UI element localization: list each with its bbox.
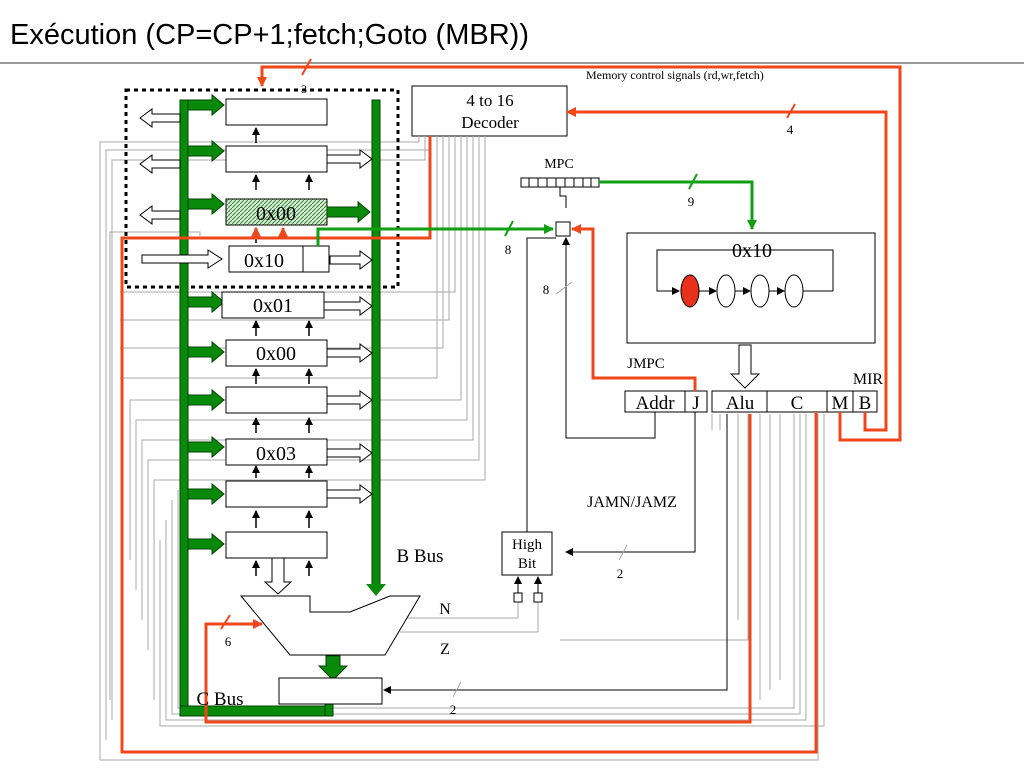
flag-z-label: Z xyxy=(440,641,450,658)
alu-output-arrow xyxy=(317,655,349,681)
width-label-mbr: 8 xyxy=(505,242,512,257)
mir-field-addr: Addr xyxy=(635,393,675,414)
pc-to-bbus-arrow xyxy=(326,200,371,224)
c-bus-feeders xyxy=(187,93,225,556)
register-sp[interactable] xyxy=(221,291,325,319)
decoder-line1: 4 to 16 xyxy=(466,91,513,110)
width-label-mem: 4 xyxy=(787,122,794,137)
high-bit-line2: Bit xyxy=(518,556,537,572)
mir-field-c: C xyxy=(791,393,804,414)
slide-title: Exécution (CP=CP+1;fetch;Goto (MBR)) xyxy=(10,19,529,51)
b-bus-label: B Bus xyxy=(397,546,444,567)
selected-registers-frame xyxy=(124,88,400,289)
register-h[interactable] xyxy=(225,531,328,559)
b-bus-arrow xyxy=(366,584,386,596)
b-bus-vertical xyxy=(371,99,381,587)
green-address-paths xyxy=(316,180,757,246)
mir-register: Addr J Alu C M B xyxy=(624,390,878,414)
mir-field-m: M xyxy=(832,393,849,414)
width-label-top: 3 xyxy=(301,82,307,96)
mir-label: MIR xyxy=(853,371,884,388)
mpc-or-gate xyxy=(555,221,571,237)
register-tos[interactable] xyxy=(225,438,328,466)
high-bit-line1: High xyxy=(512,537,543,553)
register-pc-value: 0x00 xyxy=(256,203,296,225)
width-label-next: 9 xyxy=(688,194,695,209)
register-tos-value: 0x03 xyxy=(256,443,296,465)
jamn-jamz-label: JAMN/JAMZ xyxy=(587,494,677,511)
mpc-to-or xyxy=(559,187,567,208)
mpc-label: MPC xyxy=(544,157,574,172)
decoder-4-to-16 xyxy=(411,85,568,137)
register-mdr[interactable] xyxy=(225,145,328,173)
jmpc-label: JMPC xyxy=(627,356,665,372)
hollow-arrows xyxy=(139,108,373,595)
register-mar[interactable] xyxy=(225,98,328,126)
decoder-line2: Decoder xyxy=(461,113,519,132)
high-bit-unit xyxy=(501,531,553,576)
register-cpp[interactable] xyxy=(225,386,328,414)
register-opc[interactable] xyxy=(225,480,328,508)
n-flipflop xyxy=(513,592,523,603)
shifter xyxy=(278,677,383,705)
z-flipflop xyxy=(533,592,543,603)
register-mbr-low xyxy=(302,245,330,273)
mir-field-b: B xyxy=(859,393,872,414)
control-store-address: 0x10 xyxy=(732,240,772,262)
width-label-addr: 8 xyxy=(543,282,550,297)
flag-n-label: N xyxy=(439,601,451,618)
microinstruction-sequence xyxy=(656,249,834,308)
memory-control-label: Memory control signals (rd,wr,fetch) xyxy=(586,68,764,82)
jam-to-highbit-wire xyxy=(565,412,696,556)
width-label-jam: 2 xyxy=(617,566,624,581)
control-store-to-mir-arrow xyxy=(729,344,761,389)
addr-to-mpc-wire xyxy=(562,237,656,439)
bus-width-slashes xyxy=(220,58,796,698)
mir-field-alu: Alu xyxy=(726,393,755,414)
shifter-control-wire xyxy=(383,414,728,694)
register-lv-value: 0x00 xyxy=(256,343,296,365)
register-mbr-value: 0x10 xyxy=(244,250,284,272)
register-load-arrows xyxy=(252,127,313,576)
c-bus-vertical xyxy=(179,99,189,717)
mpc-register xyxy=(520,177,600,188)
width-label-shift: 2 xyxy=(450,702,457,717)
mir-field-j: J xyxy=(692,393,699,414)
alu xyxy=(239,595,421,656)
register-sp-value: 0x01 xyxy=(253,295,293,317)
width-label-alu: 6 xyxy=(225,634,232,649)
highbit-to-mpc-wire xyxy=(526,237,556,532)
register-file: 0x00 0x10 0x01 0x00 0x03 xyxy=(221,98,330,559)
c-bus-label: C Bus xyxy=(197,689,244,710)
